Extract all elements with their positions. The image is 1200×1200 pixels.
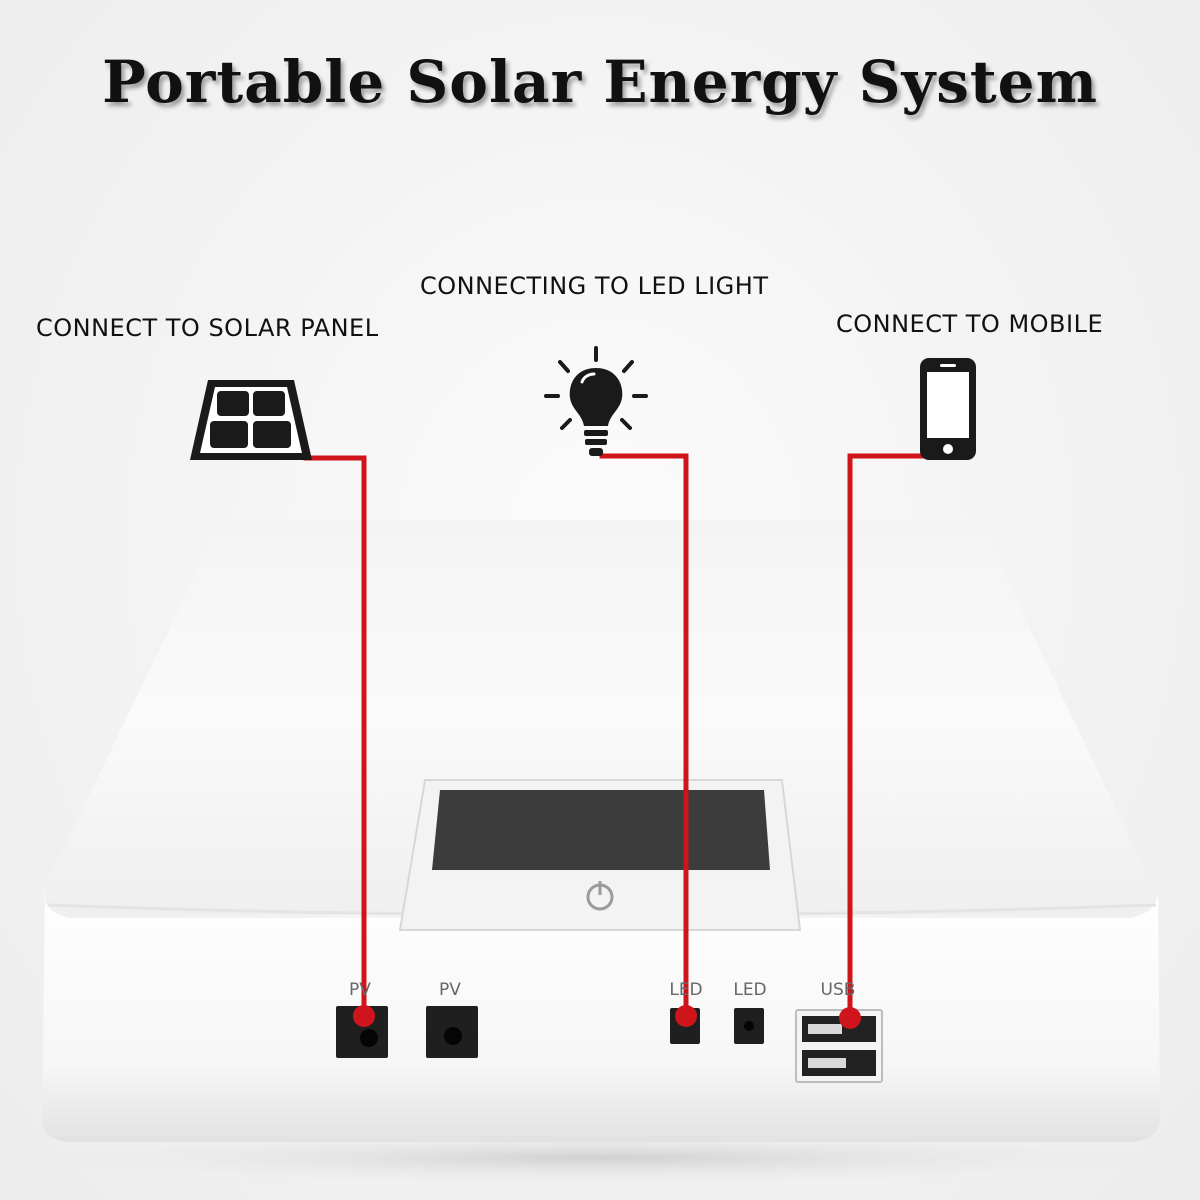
port-label-pv-1: PV bbox=[349, 980, 371, 1000]
device-shadow bbox=[40, 1132, 1160, 1184]
wire-mobile-endpoint bbox=[839, 1007, 861, 1029]
port-label-usb: USB bbox=[820, 980, 856, 1000]
wire-solar-endpoint bbox=[353, 1005, 375, 1027]
led-port-1 bbox=[670, 1008, 700, 1044]
device-front-face bbox=[42, 888, 1160, 1142]
wire-solar bbox=[303, 455, 367, 1019]
callout-solar-label: CONNECT TO SOLAR PANEL bbox=[36, 314, 379, 342]
pv-port-2 bbox=[426, 1006, 478, 1058]
port-label-led-1: LED bbox=[669, 980, 703, 1000]
device-edge-highlight bbox=[47, 903, 1157, 917]
led-port-2 bbox=[734, 1008, 764, 1044]
wire-led-endpoint bbox=[675, 1005, 697, 1027]
mobile-phone-icon bbox=[918, 356, 978, 462]
lcd-screen bbox=[432, 790, 770, 870]
device-top-surface bbox=[45, 520, 1153, 915]
screen-bezel bbox=[398, 779, 802, 931]
port-label-pv-2: PV bbox=[439, 980, 461, 1000]
usb-port bbox=[795, 1009, 883, 1083]
solar-panel-icon bbox=[186, 376, 316, 464]
power-button-icon bbox=[586, 881, 614, 911]
wire-mobile bbox=[847, 453, 929, 1021]
pv-port-1 bbox=[336, 1006, 388, 1058]
callout-mobile-label: CONNECT TO MOBILE bbox=[836, 310, 1104, 338]
diagram-title: Portable Solar Energy System bbox=[102, 48, 1098, 116]
port-label-led-2: LED bbox=[733, 980, 767, 1000]
callout-led-label: CONNECTING TO LED LIGHT bbox=[420, 272, 769, 300]
light-bulb-icon bbox=[540, 344, 652, 462]
wire-led bbox=[599, 453, 689, 1019]
